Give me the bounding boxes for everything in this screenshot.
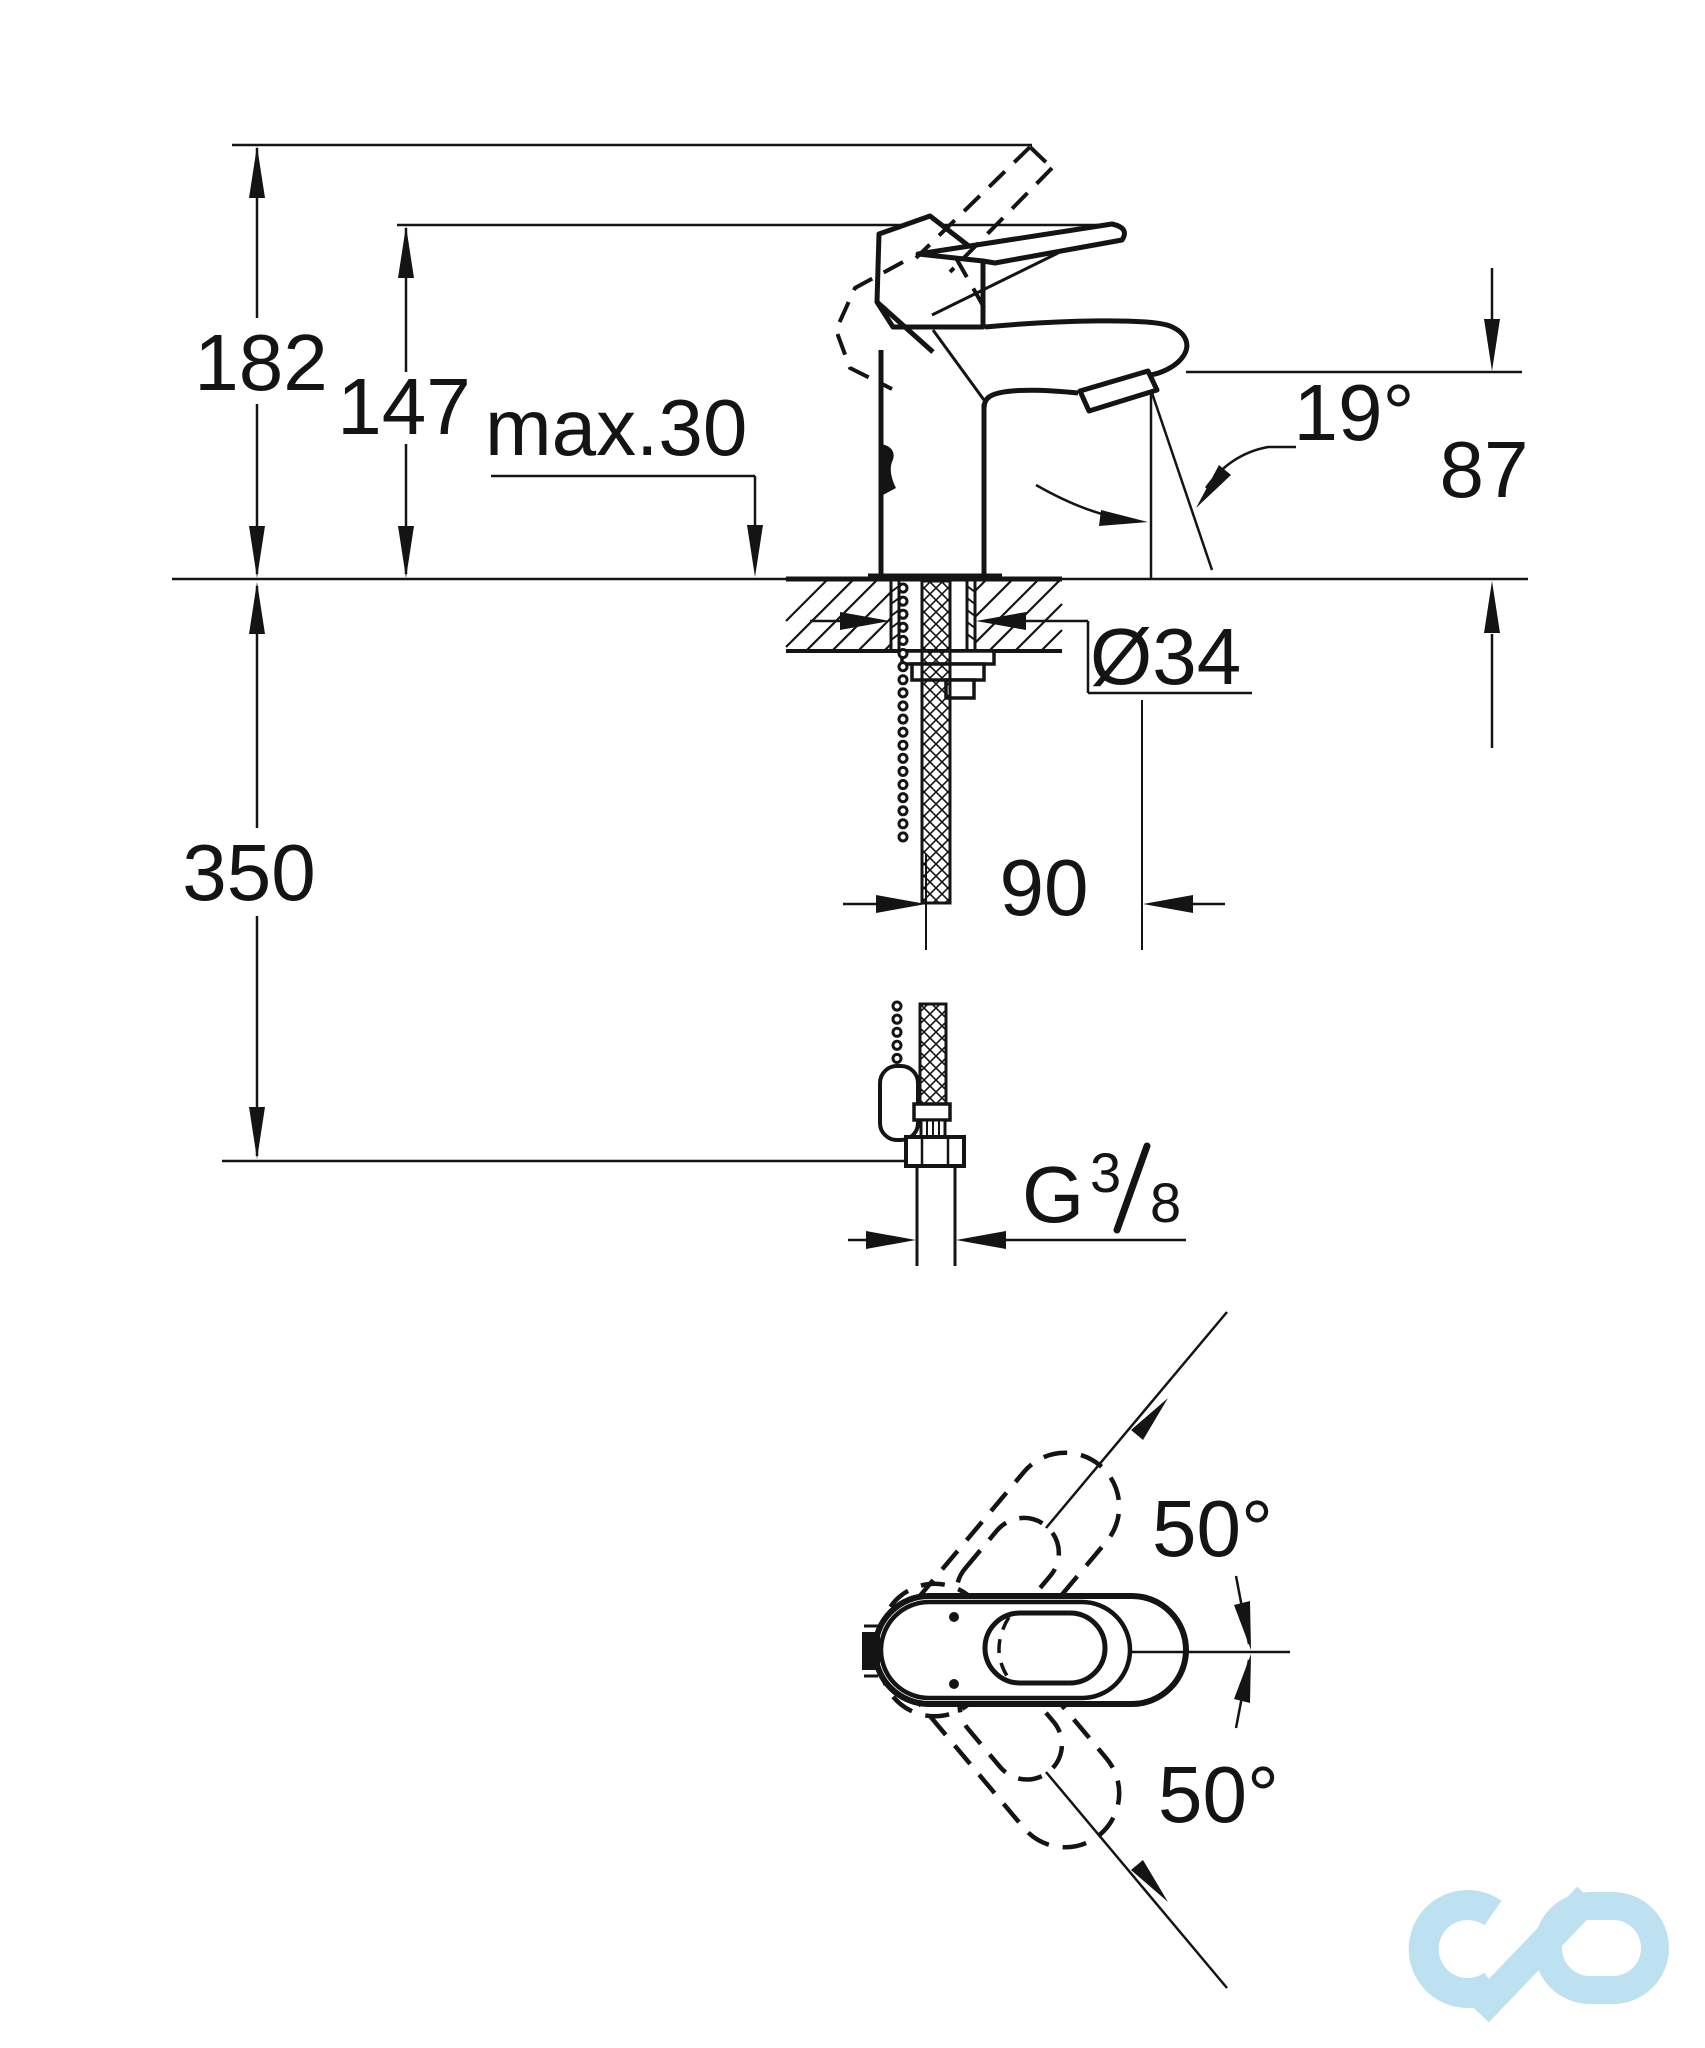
stream-slant-line [1149, 389, 1214, 571]
handle-end-ticks [864, 1624, 878, 1678]
dimension-90: 90 [843, 700, 1225, 950]
base-front-slant [875, 300, 935, 354]
angle-arrow-left [1099, 510, 1148, 526]
watermark-right-ring [1534, 1892, 1669, 2004]
handle-loop-hole [982, 1610, 1108, 1686]
spout-top [984, 318, 1190, 378]
dimension-350: 350 [182, 582, 316, 1159]
raised-base-dashed [833, 260, 904, 391]
spout-underside [981, 387, 1079, 411]
swivel-ray-upper [1045, 1311, 1228, 1529]
braided-hose-upper [920, 579, 952, 905]
connection-tube [915, 1166, 957, 1266]
dimension-147: 147 [337, 226, 471, 578]
body-fold-line [931, 329, 986, 401]
dim-spout-projection-label: 90 [1000, 843, 1089, 932]
lower-hose-assembly [878, 1000, 966, 1266]
raised-lever-dashed [833, 145, 1054, 391]
angle-arrow-right [1196, 465, 1231, 508]
handle-base [874, 213, 986, 330]
swivel-position-lower-dashed [878, 1581, 1122, 1850]
dim-swivel-upper-label: 50° [1152, 1484, 1273, 1573]
thread-size-g: G [1022, 1150, 1084, 1239]
hose-collar [912, 1102, 952, 1122]
handle-end-cap [862, 1632, 880, 1670]
thread-size-slash [1113, 1142, 1151, 1234]
lever-fold-line [931, 251, 1059, 317]
hex-nut-facets [920, 1138, 950, 1165]
dim-swivel-lower-label: 50° [1158, 1750, 1279, 1839]
dim-spout-height-label: 87 [1440, 425, 1529, 514]
screw-dot-top [949, 1612, 959, 1622]
top-view: 50° 50° [862, 1311, 1290, 1989]
braided-hose-lower [918, 1002, 948, 1106]
watermark-left-ring [1408, 1890, 1502, 2008]
shank-thread-ticks [890, 585, 976, 641]
dimension-d34: Ø34 [810, 612, 1252, 701]
stream-angle-lines [1035, 389, 1296, 578]
watermark-logo [1408, 1886, 1669, 2023]
dim-stream-angle-label: 19° [1294, 368, 1415, 457]
thread-size-denominator: 8 [1150, 1171, 1181, 1234]
dim-hole-diameter-label: Ø34 [1090, 612, 1241, 701]
swivel-angle-rays [1045, 1311, 1228, 1989]
shank-and-hose [889, 579, 996, 905]
dim-total-height-label: 182 [194, 318, 327, 407]
faucet-side-outline [868, 213, 1190, 581]
dimension-87: 87 [1440, 268, 1529, 748]
dimension-182: 182 [194, 146, 328, 578]
swivel-ray-lower [1045, 1771, 1228, 1989]
swivel-angle-indicator [1234, 1575, 1251, 1729]
screw-dot-bottom [949, 1679, 959, 1689]
dim-max-deck-thickness-label: max.30 [485, 383, 747, 472]
dim-body-height-label: 147 [337, 362, 470, 451]
thread-size-numerator: 3 [1090, 1141, 1121, 1204]
popup-rod-knob [881, 444, 896, 496]
side-view: 182 147 max.30 350 87 [172, 143, 1529, 1266]
aerator [1077, 368, 1160, 414]
hex-nut [904, 1135, 966, 1168]
hole-hidden-edge-dashed [997, 1616, 1011, 1680]
dim-hose-drop-label: 350 [182, 828, 315, 917]
hose-neck-ribs [926, 1121, 940, 1136]
dimension-g38: G 3 8 [848, 1141, 1186, 1249]
handle-plan-solid [862, 1593, 1189, 1707]
dimension-max30: max.30 [485, 383, 763, 577]
